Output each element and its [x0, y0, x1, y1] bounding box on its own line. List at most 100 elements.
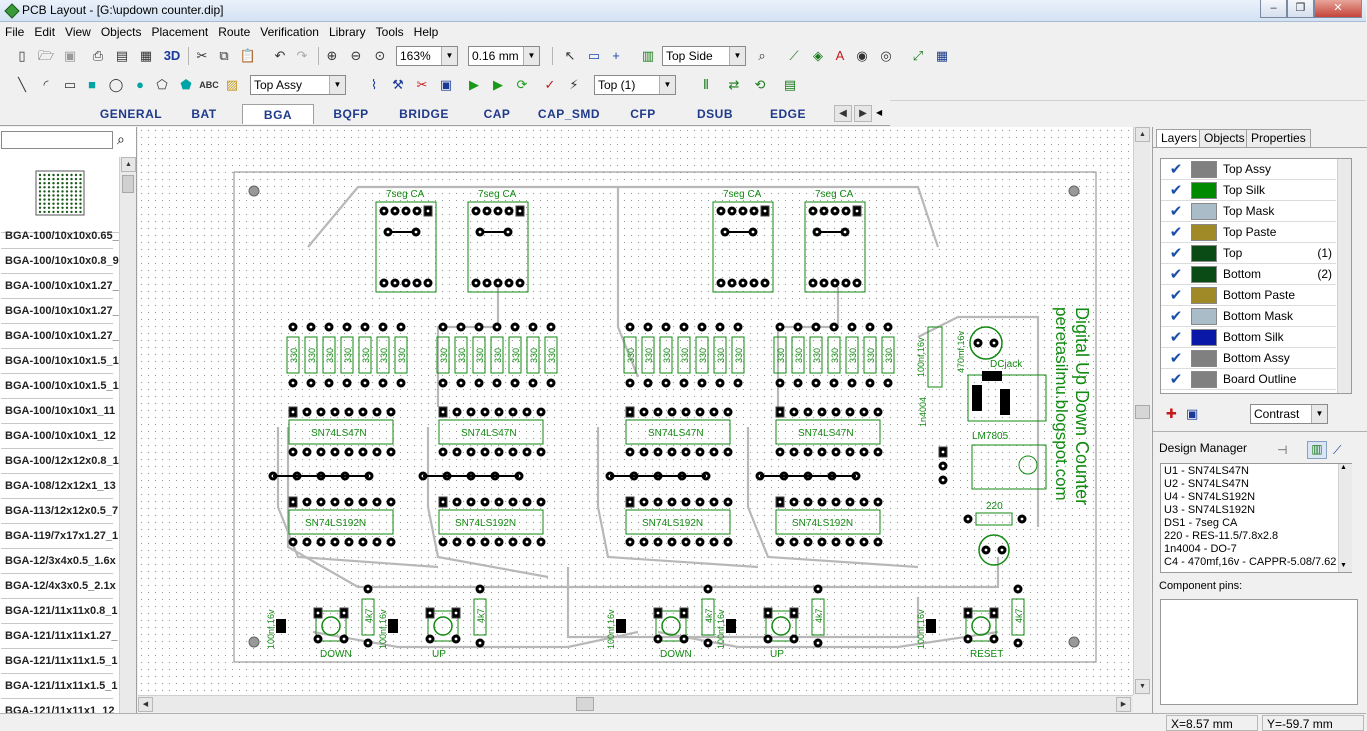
- run-icon[interactable]: ▶: [469, 77, 479, 92]
- close-button[interactable]: ✕: [1314, 0, 1362, 18]
- menu-tools[interactable]: Tools: [375, 25, 404, 39]
- library-item[interactable]: BGA-100/10x10x1_11: [1, 400, 115, 424]
- library-item[interactable]: BGA-12/4x3x0.5_2.1x: [1, 575, 116, 599]
- image-icon[interactable]: ▨: [225, 77, 239, 92]
- visible-checkbox[interactable]: ✔: [1169, 329, 1183, 346]
- trace-width-combo[interactable]: 0.16 mm▼: [468, 46, 540, 66]
- save-icon[interactable]: ▣: [63, 48, 77, 63]
- menu-placement[interactable]: Placement: [151, 25, 209, 39]
- crosshair-icon[interactable]: +: [612, 48, 620, 63]
- visible-checkbox[interactable]: ✔: [1169, 182, 1183, 199]
- library-search-input[interactable]: [1, 131, 113, 149]
- scroll-thumb[interactable]: [576, 697, 594, 711]
- design-item[interactable]: 1n4004 - DO-7: [1164, 543, 1237, 555]
- arc-icon[interactable]: ◜: [43, 77, 49, 92]
- ellipse-icon[interactable]: ◯: [108, 77, 124, 92]
- design-item[interactable]: U4 - SN74LS192N: [1164, 491, 1256, 503]
- layer-color-swatch[interactable]: [1191, 287, 1217, 304]
- route-icon[interactable]: ⟋: [789, 48, 799, 63]
- layer-settings-icon[interactable]: ▣: [1186, 406, 1199, 421]
- filled-ellipse-icon[interactable]: ●: [136, 77, 144, 92]
- tab-general[interactable]: GENERAL: [99, 107, 163, 121]
- design-manager-scrollbar[interactable]: ▲ ▼: [1338, 464, 1352, 572]
- library-item[interactable]: BGA-100/10x10x1.27_: [1, 275, 119, 299]
- scroll-thumb[interactable]: [122, 175, 134, 193]
- library-item[interactable]: BGA-100/10x10x1.27_: [1, 300, 119, 324]
- layer-row[interactable]: ✔Top Silk: [1161, 180, 1336, 201]
- cut-icon[interactable]: ✂: [196, 48, 208, 63]
- run-all-icon[interactable]: ▶: [493, 77, 503, 92]
- canvas-vertical-scrollbar[interactable]: ▲ ▼: [1133, 127, 1150, 695]
- library-item[interactable]: BGA-113/12x12x0.5_7: [1, 500, 118, 524]
- zoom-combo[interactable]: 163%▼: [396, 46, 458, 66]
- expand-icon[interactable]: ⊣: [1277, 443, 1288, 457]
- library-scrollbar[interactable]: ▲: [119, 157, 136, 713]
- component-filter-icon[interactable]: ▥: [1307, 441, 1327, 459]
- design-item[interactable]: U3 - SN74LS192N: [1164, 504, 1256, 516]
- scroll-up-button[interactable]: ▲: [121, 157, 136, 172]
- scroll-left-button[interactable]: ◀: [138, 697, 153, 712]
- print-icon[interactable]: ⎙: [92, 48, 104, 63]
- visible-checkbox[interactable]: ✔: [1169, 245, 1183, 262]
- binoculars-icon[interactable]: ⌕: [117, 131, 125, 147]
- layer-color-swatch[interactable]: [1191, 182, 1217, 199]
- visible-checkbox[interactable]: ✔: [1169, 161, 1183, 178]
- autoroute-icon[interactable]: ⚒: [392, 77, 404, 92]
- layer-row[interactable]: ✔Bottom Silk: [1161, 327, 1336, 348]
- tab-menu-icon[interactable]: ◀: [876, 108, 883, 117]
- unroute-icon[interactable]: ✂: [416, 77, 428, 92]
- tab-properties[interactable]: Properties: [1246, 129, 1311, 147]
- library-item[interactable]: BGA-100/10x10x1_12: [1, 425, 116, 449]
- group-icon[interactable]: ▤: [783, 77, 797, 92]
- tab-cfp[interactable]: CFP: [630, 107, 656, 121]
- filled-polygon-icon[interactable]: ⬟: [180, 77, 192, 92]
- visible-checkbox[interactable]: ✔: [1169, 350, 1183, 367]
- tab-cap[interactable]: CAP: [483, 107, 511, 121]
- print-preview-icon[interactable]: ▤: [115, 48, 129, 63]
- undo-icon[interactable]: ↶: [274, 48, 286, 63]
- scroll-right-button[interactable]: ▶: [1116, 697, 1131, 712]
- library-item[interactable]: BGA-100/10x10x1.5_1: [1, 350, 119, 374]
- grid-icon[interactable]: ▦: [935, 48, 949, 63]
- diagonal-icon[interactable]: ⤢: [912, 48, 924, 63]
- zoom-in-icon[interactable]: ⊕: [326, 48, 338, 63]
- track-icon[interactable]: ⌇: [370, 77, 378, 92]
- restore-button[interactable]: ❐: [1287, 0, 1314, 18]
- tab-bat[interactable]: BAT: [191, 107, 217, 121]
- erc-icon[interactable]: ⚡: [569, 77, 579, 92]
- layer-color-swatch[interactable]: [1191, 203, 1217, 220]
- drc-icon[interactable]: ✓: [544, 77, 556, 92]
- open-folder-icon[interactable]: 🗁: [37, 48, 55, 63]
- tab-cap-smd[interactable]: CAP_SMD: [537, 107, 601, 121]
- menu-view[interactable]: View: [65, 25, 91, 39]
- align-icon[interactable]: ⫴: [703, 77, 709, 92]
- library-item[interactable]: BGA-119/7x17x1.27_1: [1, 525, 118, 549]
- menu-route[interactable]: Route: [218, 25, 251, 39]
- tab-bqfp[interactable]: BQFP: [333, 107, 369, 121]
- scroll-up-button[interactable]: ▲: [1340, 464, 1347, 471]
- library-item[interactable]: BGA-100/10x10x1.5_1: [1, 375, 119, 399]
- visible-checkbox[interactable]: ✔: [1169, 308, 1183, 325]
- refresh-icon[interactable]: ⟳: [516, 77, 528, 92]
- copy-icon[interactable]: ⧉: [219, 48, 229, 63]
- layer-row[interactable]: ✔Bottom Paste: [1161, 285, 1336, 306]
- layer-row[interactable]: ✔Bottom Assy: [1161, 348, 1336, 369]
- scroll-up-button[interactable]: ▲: [1135, 127, 1150, 142]
- scroll-down-button[interactable]: ▼: [1340, 562, 1347, 569]
- menu-help[interactable]: Help: [413, 25, 439, 39]
- tab-objects[interactable]: Objects: [1199, 129, 1250, 147]
- library-item[interactable]: BGA-12/3x4x0.5_1.6x: [1, 550, 116, 574]
- zoom-out-icon[interactable]: ⊖: [350, 48, 362, 63]
- select-arrow-icon[interactable]: ↖: [564, 48, 576, 63]
- layer-color-swatch[interactable]: [1191, 371, 1217, 388]
- scroll-thumb[interactable]: [1135, 405, 1150, 419]
- tab-bridge[interactable]: BRIDGE: [399, 107, 449, 121]
- contrast-combo[interactable]: Contrast▼: [1250, 404, 1328, 424]
- menu-library[interactable]: Library: [328, 25, 366, 39]
- line-icon[interactable]: ╲: [18, 77, 26, 92]
- zoom-fit-icon[interactable]: ⊙: [374, 48, 386, 63]
- menu-objects[interactable]: Objects: [100, 25, 142, 39]
- visible-checkbox[interactable]: ✔: [1169, 371, 1183, 388]
- library-item[interactable]: BGA-100/10x10x1.27_: [1, 325, 119, 349]
